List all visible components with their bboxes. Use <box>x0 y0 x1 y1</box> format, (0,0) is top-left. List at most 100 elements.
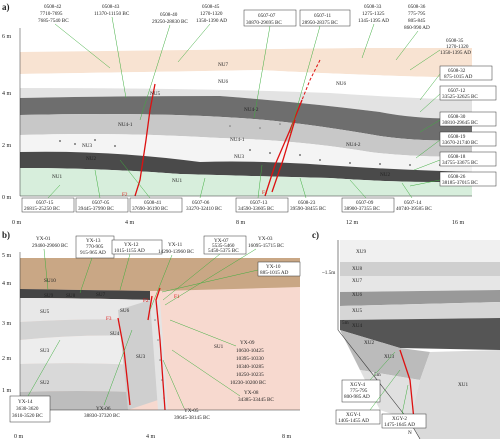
layer-nu4-1 <box>20 114 472 157</box>
svg-text:10230-10200 BC: 10230-10200 BC <box>230 380 266 386</box>
scale-marker: 5m <box>374 372 381 378</box>
svg-text:0507-06: 0507-06 <box>192 200 210 206</box>
unit-label: XU9 <box>356 249 366 255</box>
sample-yx06: YX-06 38830-37320 BC <box>84 329 133 419</box>
svg-text:0508-41: 0508-41 <box>144 200 162 206</box>
layer-xu3 <box>340 330 430 380</box>
sample-id: 0507-11 <box>314 13 332 19</box>
panel-c-label: c) <box>312 230 319 240</box>
unit-label: SU5 <box>40 309 50 315</box>
unit-label: NU4-2 <box>346 142 361 148</box>
fault-f3-line <box>117 317 131 406</box>
sample-date: 30870-29695 BC <box>246 20 282 26</box>
unit-label: SU6 <box>120 308 130 314</box>
sample-yx05: YX-05 39645-38145 BC <box>162 359 210 421</box>
sample-date: 915-965 AD <box>80 250 106 256</box>
unit-label: NU2 <box>86 156 96 162</box>
unit-label-nu6-right: NU6 <box>336 81 346 87</box>
sample-date: 1270-1320 <box>446 44 469 50</box>
fault-label-f3: F3 <box>106 316 112 322</box>
layer-xu7 <box>340 276 500 292</box>
sample-id: 0507-07 <box>258 13 276 19</box>
svg-text:0507-14: 0507-14 <box>404 200 422 206</box>
svg-text:YX-05: YX-05 <box>184 408 199 414</box>
svg-text:0508-23: 0508-23 <box>298 200 316 206</box>
sample-date: 1475-1645 AD <box>384 422 415 428</box>
depth-label: ~1.5m <box>322 270 335 276</box>
svg-text:0508-40: 0508-40 <box>160 12 178 18</box>
svg-text:26815-25250 BC: 26815-25250 BC <box>24 206 60 212</box>
sample-box <box>203 235 247 255</box>
svg-text:29460-29060 BC: 29460-29060 BC <box>32 243 68 249</box>
sample-box <box>299 9 351 27</box>
sample-id: XGY-4 <box>350 382 365 388</box>
sample-box: YX-03 16095-15715 BC <box>164 236 284 306</box>
sample-leader <box>253 25 271 119</box>
fault-f2-line <box>134 83 156 197</box>
svg-text:33270-32410 BC: 33270-32410 BC <box>186 206 222 212</box>
sample-box: 0508-33 1275-1325 1345-1395 AD <box>358 4 389 59</box>
svg-text:YX-11: YX-11 <box>168 242 183 248</box>
fault-f2-line <box>147 295 153 321</box>
svg-text:14290-13960 BC: 14290-13960 BC <box>158 249 194 255</box>
sample-yx09: YX-09 10630-10425 10395-10330 10340-1028… <box>169 319 266 386</box>
unit-label: SU2 <box>40 380 50 386</box>
svg-text:34385-33445 BC: 34385-33445 BC <box>238 397 274 403</box>
svg-text:10395-10330: 10395-10330 <box>236 356 264 362</box>
svg-text:1350-1390 AD: 1350-1390 AD <box>196 18 227 24</box>
y-tick-label: 2 m <box>2 356 12 362</box>
svg-text:YX-01: YX-01 <box>36 236 51 242</box>
fault-label-f2: F2 <box>143 298 149 304</box>
sample-box: 0508-43 11370-11150 BC <box>94 4 130 99</box>
svg-text:860-990 AD: 860-990 AD <box>404 25 430 31</box>
svg-text:40740-39585 BC: 40740-39585 BC <box>396 206 432 212</box>
unit-label: NU1 <box>172 178 182 184</box>
svg-text:38830-37320 BC: 38830-37320 BC <box>84 413 120 419</box>
panel-b: b) SU10 SU9 SU8 SU7 SU6 SU5 SU4 SU3 SU2 … <box>2 230 301 439</box>
unit-label: NU7 <box>218 62 228 68</box>
fault-f1-line <box>264 99 303 197</box>
x-tick-label: 16 m <box>452 220 465 226</box>
unit-label: SU10 <box>44 278 56 284</box>
sample-date: 775-795 <box>350 388 368 394</box>
y-tick-label: 1 m <box>2 388 12 394</box>
svg-text:0508-32: 0508-32 <box>448 68 466 74</box>
sample-box: 0508-45 1270-1320 1350-1390 AD <box>177 4 227 63</box>
unit-label: NU4-1 <box>118 122 133 128</box>
fault-label-f2: F2 <box>122 192 128 198</box>
scale-marker: 5m <box>342 320 349 326</box>
sample-box <box>381 413 427 429</box>
fault-f1-dashed <box>301 59 321 101</box>
sample-yx08: YX-08 34385-33445 BC <box>171 349 274 403</box>
sample-leader <box>79 257 93 294</box>
svg-text:10630-10425: 10630-10425 <box>236 348 264 354</box>
svg-text:39445-37990 BC: 39445-37990 BC <box>78 206 114 212</box>
unit-label: XU3 <box>384 354 394 360</box>
y-tick-label: 2 m <box>2 143 12 149</box>
layer-su6 <box>20 319 148 340</box>
layer-nu2 <box>20 151 472 183</box>
layer-su3 <box>20 363 135 392</box>
sample-id: XGY-1 <box>346 412 361 418</box>
sample-box: 0508-42 7710-7695 7685-7540 BC <box>38 4 111 69</box>
x-tick-label: 8 m <box>282 434 292 439</box>
unit-label: SU1 <box>214 344 224 350</box>
sample-box <box>9 395 51 423</box>
sample-date: 5450-5375 BC <box>208 248 239 254</box>
unit-label: SU8 <box>66 293 76 299</box>
y-tick-label: 4 m <box>2 91 12 97</box>
y-tick-label: 4 m <box>2 281 12 287</box>
sample-leader <box>401 384 409 415</box>
x-tick-label: 4 m <box>125 220 135 226</box>
svg-text:YX-06: YX-06 <box>96 406 111 412</box>
svg-text:37690-36190 BC: 37690-36190 BC <box>132 206 168 212</box>
north-marker: N <box>408 430 412 436</box>
unit-label: NU4-1 <box>230 137 245 143</box>
unit-label: XU4 <box>352 323 362 329</box>
unit-label: XU2 <box>364 340 374 346</box>
svg-text:YX-09: YX-09 <box>240 340 255 346</box>
sample-date: 885-1015 AD <box>260 270 289 276</box>
svg-text:805-845: 805-845 <box>408 18 426 24</box>
layer-su10 <box>20 258 300 291</box>
svg-text:0508-26: 0508-26 <box>448 174 466 180</box>
